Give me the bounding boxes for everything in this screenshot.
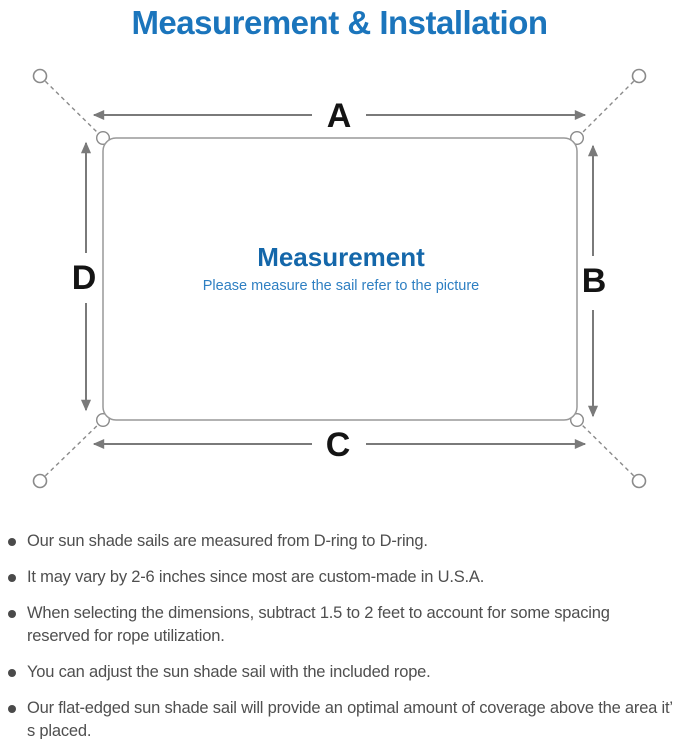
- note-text: Our flat-edged sun shade sail will provi…: [27, 699, 673, 739]
- d-ring-top-right-icon: [570, 130, 585, 145]
- dim-label-b: B: [582, 262, 607, 300]
- note-item-adjust-rope: You can adjust the sun shade sail with t…: [8, 661, 673, 684]
- diagram-center-subtitle: Please measure the sail refer to the pic…: [203, 278, 479, 294]
- d-ring-bottom-right-icon: [570, 413, 585, 428]
- dim-label-c: C: [326, 426, 351, 464]
- note-item-vary-inches: It may vary by 2-6 inches since most are…: [8, 566, 673, 589]
- diagram-center-title: Measurement: [257, 242, 425, 272]
- sail-rectangle: [102, 137, 578, 421]
- d-ring-bottom-left-icon: [95, 413, 110, 428]
- anchor-point-bottom-left-icon: [32, 473, 48, 489]
- note-text: You can adjust the sun shade sail with t…: [27, 663, 431, 681]
- dim-label-a: A: [327, 97, 352, 135]
- dim-label-d: D: [72, 259, 97, 297]
- tether-line-bottom-left: [39, 419, 104, 482]
- tether-line-top-left: [39, 75, 104, 139]
- anchor-point-bottom-right-icon: [631, 473, 647, 489]
- measurement-diagram: A B C D Measurement Please measure the s…: [32, 68, 647, 489]
- bullet-icon: [8, 669, 16, 677]
- notes-list: Our sun shade sails are measured from D-…: [8, 530, 673, 739]
- note-item-measured-d-ring: Our sun shade sails are measured from D-…: [8, 530, 673, 553]
- note-item-subtract-feet: When selecting the dimensions, subtract …: [8, 602, 673, 648]
- bullet-icon: [8, 705, 16, 713]
- d-ring-top-left-icon: [95, 130, 110, 145]
- tether-line-top-right: [576, 75, 640, 139]
- bullet-icon: [8, 574, 16, 582]
- note-text: When selecting the dimensions, subtract …: [27, 604, 610, 645]
- anchor-point-top-left-icon: [32, 68, 48, 84]
- anchor-point-top-right-icon: [631, 68, 647, 84]
- note-text: Our sun shade sails are measured from D-…: [27, 532, 428, 550]
- bullet-icon: [8, 538, 16, 546]
- note-item-flat-edged-coverage: Our flat-edged sun shade sail will provi…: [8, 697, 673, 739]
- tether-line-bottom-right: [576, 419, 640, 482]
- page-title: Measurement & Installation: [131, 4, 548, 41]
- note-text: It may vary by 2-6 inches since most are…: [27, 568, 485, 586]
- bullet-icon: [8, 610, 16, 618]
